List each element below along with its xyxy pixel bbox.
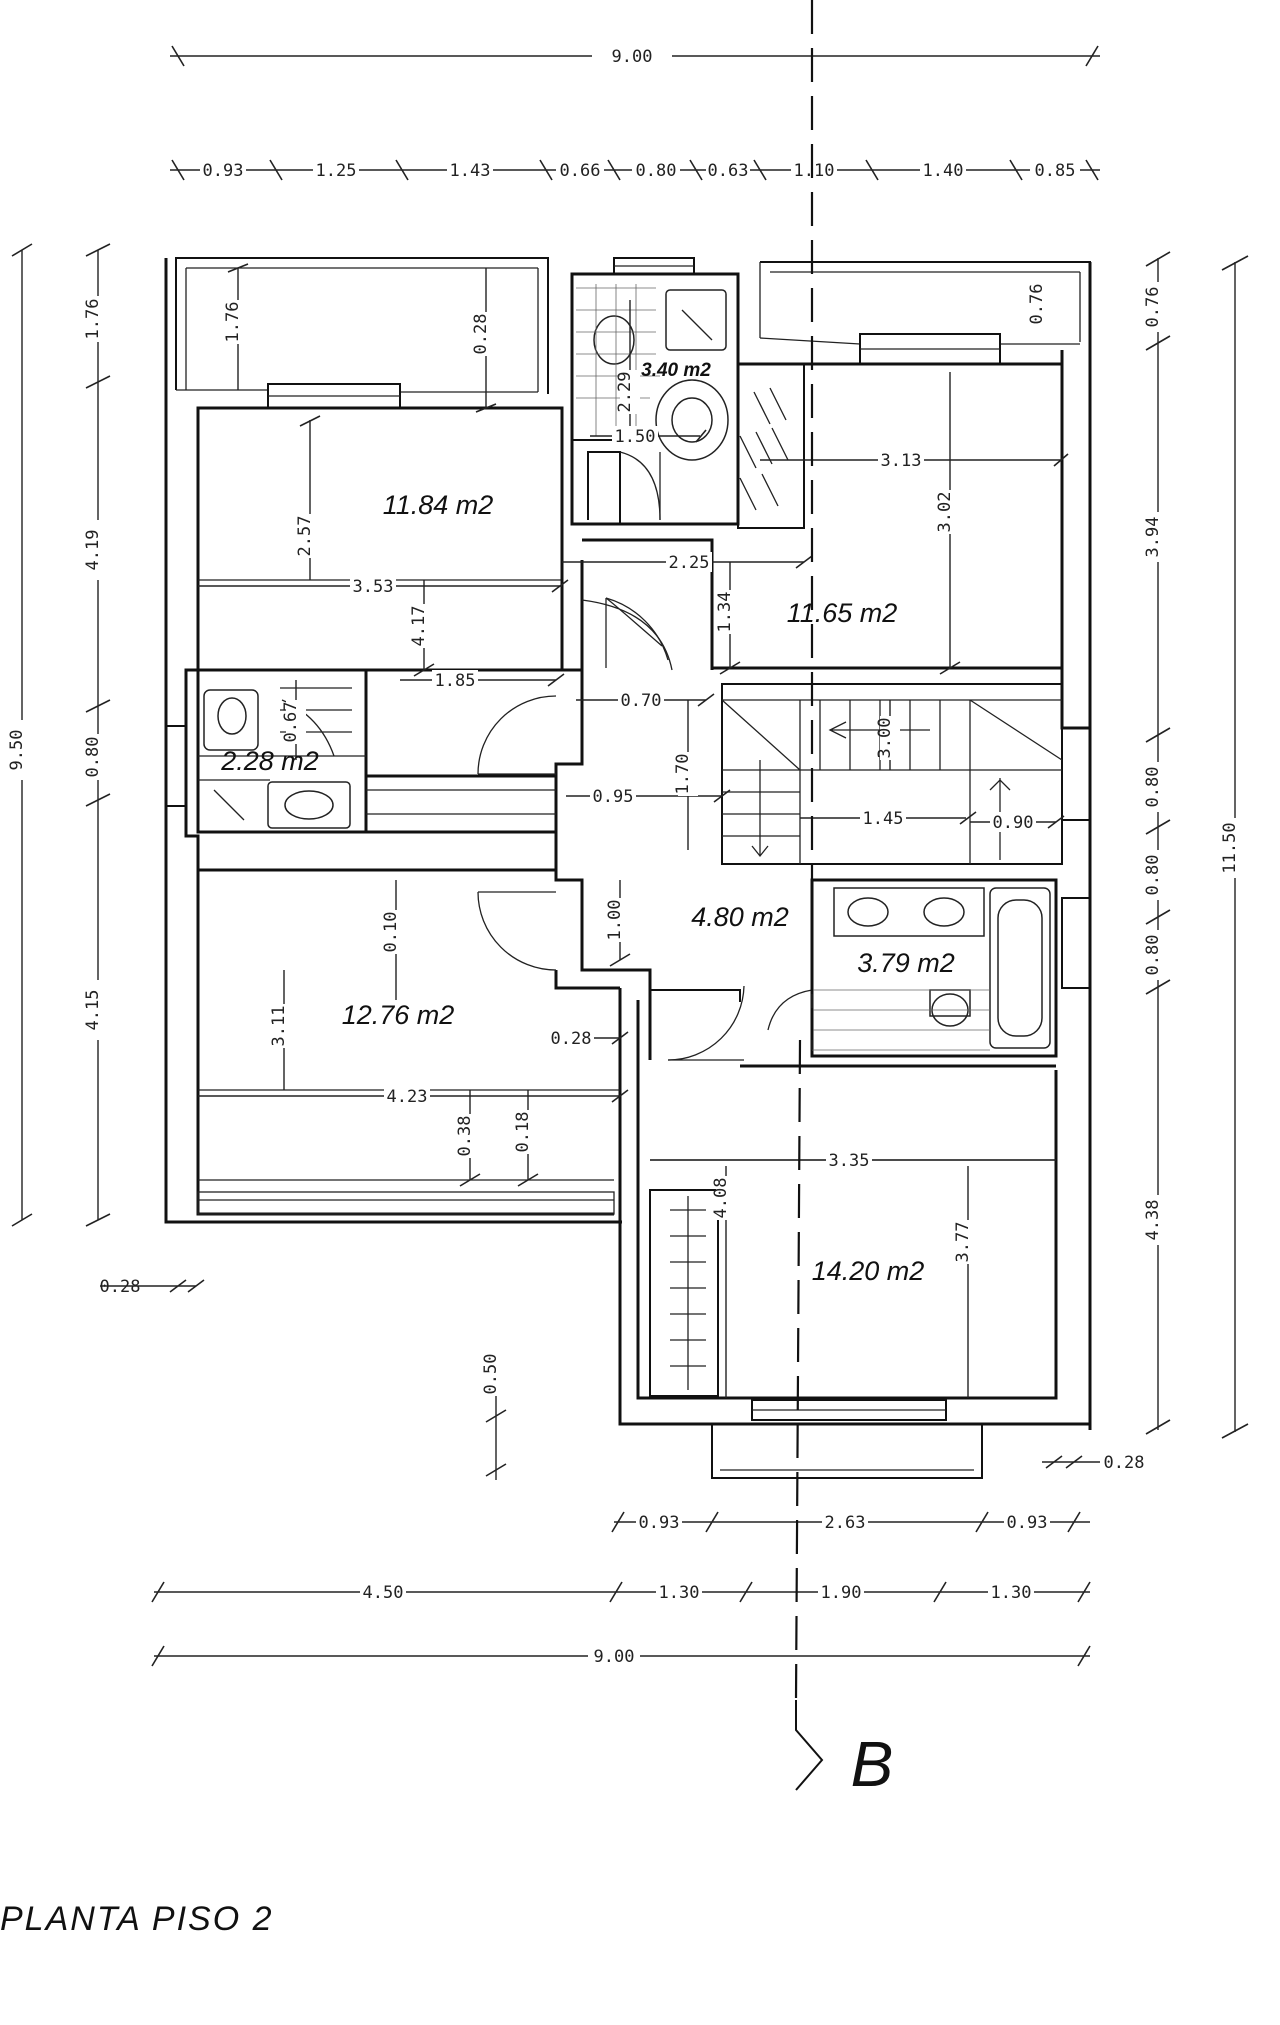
room-area-bedroom-nw: 11.84 m2: [383, 490, 494, 520]
dim-225: 2.25: [669, 553, 710, 573]
dim-010: 0.10: [381, 912, 401, 953]
dim-095: 0.95: [593, 787, 634, 807]
dim-bottom-chain2-0: 4.50: [363, 1583, 404, 1603]
room-labels: 11.84 m2 11.65 m2 12.76 m2 14.20 m2 4.80…: [220, 360, 955, 1286]
dim-018: 0.18: [513, 1112, 533, 1153]
interior-dimensions: [100, 268, 1100, 1480]
dim-bottom-chain1-1: 2.63: [825, 1513, 866, 1533]
room-area-bath-top: 3.40 m2: [641, 360, 711, 381]
dim-top-total: 9.00: [612, 47, 653, 67]
interior-walls: [196, 272, 1064, 1397]
right-dimensions: 0.76 3.94 0.80 0.80 0.80 4.38 11.50: [1143, 251, 1249, 1439]
dim-353: 3.53: [353, 577, 394, 597]
dim-408: 4.08: [711, 1178, 731, 1219]
dim-left-chain-1: 4.19: [83, 530, 103, 571]
dim-bottom-chain2-2: 1.90: [821, 1583, 862, 1603]
dim-top-chain-3: 0.66: [560, 161, 601, 181]
dim-038: 0.38: [455, 1116, 475, 1157]
dim-145: 1.45: [863, 809, 904, 829]
dim-300: 3.00: [875, 718, 895, 759]
dim-170: 1.70: [673, 754, 693, 795]
top-dimensions: 9.00 0.93 1.25 1.43 0.66: [170, 44, 1100, 181]
dim-top-chain-8: 0.85: [1035, 161, 1076, 181]
dim-top-chain-5: 0.63: [708, 161, 749, 181]
section-axis: B: [794, 0, 894, 1800]
dim-bottom-chain1-2: 0.93: [1007, 1513, 1048, 1533]
dim-028-right: 0.28: [1104, 1453, 1145, 1473]
doors: [477, 597, 745, 1061]
dim-028-left: 0.28: [100, 1277, 141, 1297]
dim-150: 1.50: [615, 427, 656, 447]
dim-top-chain-0: 0.93: [203, 161, 244, 181]
dim-top-chain-7: 1.40: [923, 161, 964, 181]
dim-left-chain-2: 0.80: [83, 737, 103, 778]
dim-417: 4.17: [409, 606, 429, 647]
dim-335: 3.35: [829, 1151, 870, 1171]
dim-423: 4.23: [387, 1087, 428, 1107]
dim-bottom-chain2-1: 1.30: [659, 1583, 700, 1603]
dim-right-chain-4: 0.80: [1143, 935, 1163, 976]
dim-377: 3.77: [953, 1222, 973, 1263]
dim-left-chain-0: 1.76: [83, 299, 103, 340]
dim-right-chain-0: 0.76: [1143, 287, 1163, 328]
dim-100: 1.00: [605, 900, 625, 941]
dim-028-top: 0.28: [471, 314, 491, 355]
dim-302: 3.02: [935, 492, 955, 533]
dim-050: 0.50: [481, 1354, 501, 1395]
dim-right-chain-2: 0.80: [1143, 767, 1163, 808]
dim-bottom-chain2-3: 1.30: [991, 1583, 1032, 1603]
dim-028-mid: 0.28: [551, 1029, 592, 1049]
dim-right-chain-1: 3.94: [1143, 517, 1163, 558]
dim-134: 1.34: [715, 592, 735, 633]
dim-090: 0.90: [993, 813, 1034, 833]
dim-067: 0.67: [281, 702, 301, 743]
dim-bottom-chain1-0: 0.93: [639, 1513, 680, 1533]
room-area-bath-small: 2.28 m2: [220, 746, 319, 776]
dim-070: 0.70: [621, 691, 662, 711]
interior-dim-labels: 1.76 0.28 2.57 3.53 4.17 1.85 2.29 1.50 …: [100, 282, 1145, 1473]
interior-dim-ticks: [169, 263, 1083, 1477]
dim-right-chain-5: 4.38: [1143, 1200, 1163, 1241]
bottom-dimensions: 0.93 2.63 0.93 4.50 1.30 1.90 1.30 9.00: [151, 1511, 1091, 1667]
top-bath-fixtures: [576, 284, 729, 461]
dim-top-chain-6: 1.10: [794, 161, 835, 181]
dim-185: 1.85: [435, 671, 476, 691]
room-area-bath-main: 3.79 m2: [857, 948, 955, 978]
dim-top-chain-2: 1.43: [450, 161, 491, 181]
drawing-title: PLANTA PISO 2: [0, 1900, 274, 1938]
dim-top-chain-1: 1.25: [316, 161, 357, 181]
dim-left-chain-3: 4.15: [83, 990, 103, 1031]
dim-176: 1.76: [223, 302, 243, 343]
dim-313: 3.13: [881, 451, 922, 471]
section-label: B: [851, 1728, 894, 1800]
dim-229: 2.29: [615, 372, 635, 413]
room-area-bedroom-se: 14.20 m2: [812, 1256, 925, 1286]
dim-right-chain-3: 0.80: [1143, 855, 1163, 896]
dim-bottom-total: 9.00: [594, 1647, 635, 1667]
dim-left-total: 9.50: [7, 730, 27, 771]
left-dimensions: 9.50 1.76 4.19 0.80 4.15: [7, 243, 111, 1227]
dim-257: 2.57: [295, 516, 315, 557]
room-area-bedroom-w: 12.76 m2: [342, 1000, 455, 1030]
room-area-hall: 4.80 m2: [691, 902, 789, 932]
dim-076: 0.76: [1027, 284, 1047, 325]
dim-311: 3.11: [269, 1006, 289, 1047]
dim-right-total: 11.50: [1220, 822, 1240, 873]
room-area-bedroom-ne: 11.65 m2: [787, 598, 898, 628]
dim-top-chain-4: 0.80: [636, 161, 677, 181]
